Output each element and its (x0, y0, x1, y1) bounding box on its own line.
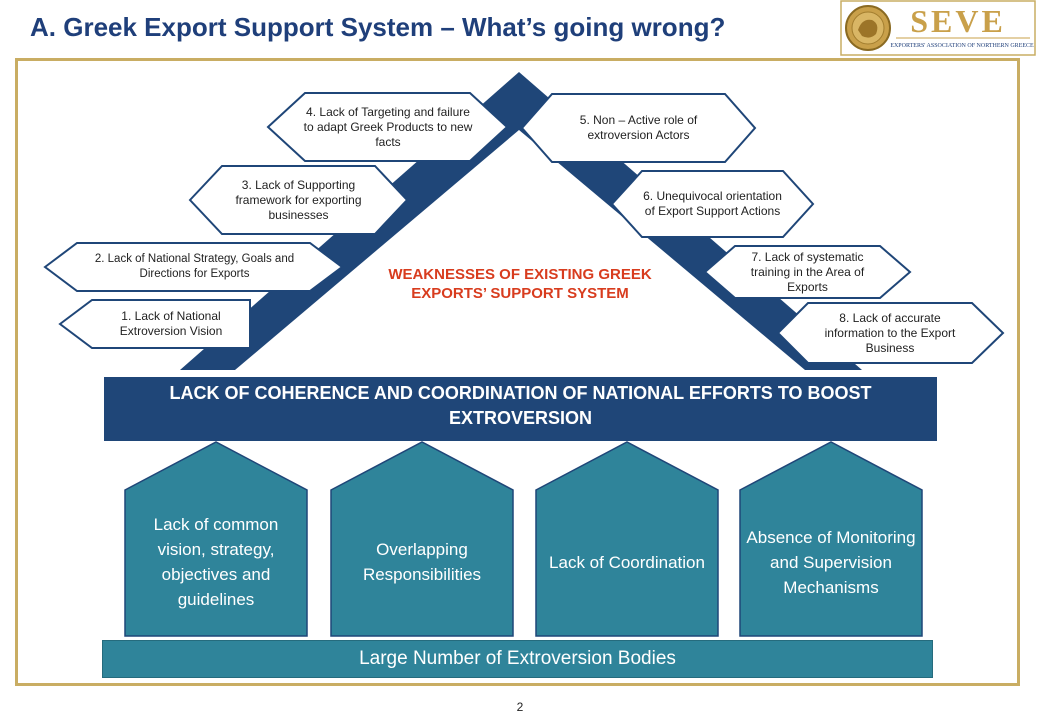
weakness-5: 5. Non – Active role of extroversion Act… (579, 113, 698, 142)
weakness-hex-6 (610, 170, 815, 238)
weaknesses-heading: WEAKNESSES OF EXISTING GREEK EXPORTS’ SU… (388, 266, 652, 302)
weakness-hex-4 (266, 92, 509, 162)
pillar-shape-2 (330, 441, 514, 637)
pillar-2: Overlapping Responsibilities (362, 540, 482, 584)
weakness-2: 2. Lack of National Strategy, Goals and … (94, 253, 295, 280)
page-title: A. Greek Export Support System – What’s … (30, 12, 726, 42)
pillar-3: Lack of Coordination (549, 552, 705, 572)
weakness-hex-7 (703, 245, 912, 299)
page-number: 2 (516, 700, 524, 714)
weakness-8: 8. Lack of accurate information to the E… (824, 310, 956, 355)
weakness-hex-5 (520, 93, 757, 163)
weakness-7: 7. Lack of systematic training in the Ar… (750, 249, 865, 294)
coherence-banner (104, 377, 937, 441)
weakness-hex-3 (188, 165, 409, 235)
weakness-hex-8 (776, 302, 1005, 364)
svg-text:EXPORTERS' ASSOCIATION OF NORT: EXPORTERS' ASSOCIATION OF NORTHERN GREEC… (890, 43, 1034, 49)
pillar-1: Lack of common vision, strategy, objecti… (153, 515, 279, 609)
weakness-hex-1 (58, 299, 251, 349)
weakness-6: 6. Unequivocal orientation of Export Sup… (643, 189, 782, 218)
roof-inner (235, 130, 805, 370)
foundation-bar (102, 640, 933, 678)
weakness-4: 4. Lack of Targeting and failure to adap… (303, 104, 473, 149)
pillar-shape-3 (535, 441, 719, 637)
weakness-hex-2 (43, 242, 344, 292)
coherence-banner-text: LACK OF COHERENCE AND COORDINATION OF NA… (169, 383, 872, 428)
pillar-shape-1 (124, 441, 308, 637)
svg-text:SEVE: SEVE (910, 3, 1006, 39)
seve-logo: SEVE EXPORTERS' ASSOCIATION OF NORTHERN … (840, 0, 1036, 56)
weakness-1: 1. Lack of National Extroversion Vision (119, 309, 223, 338)
pillar-shape-4 (739, 441, 923, 637)
weakness-3: 3. Lack of Supporting framework for expo… (235, 177, 362, 222)
foundation-text: Large Number of Extroversion Bodies (359, 648, 676, 669)
pillar-4: Absence of Monitoring and Supervision Me… (746, 527, 916, 597)
